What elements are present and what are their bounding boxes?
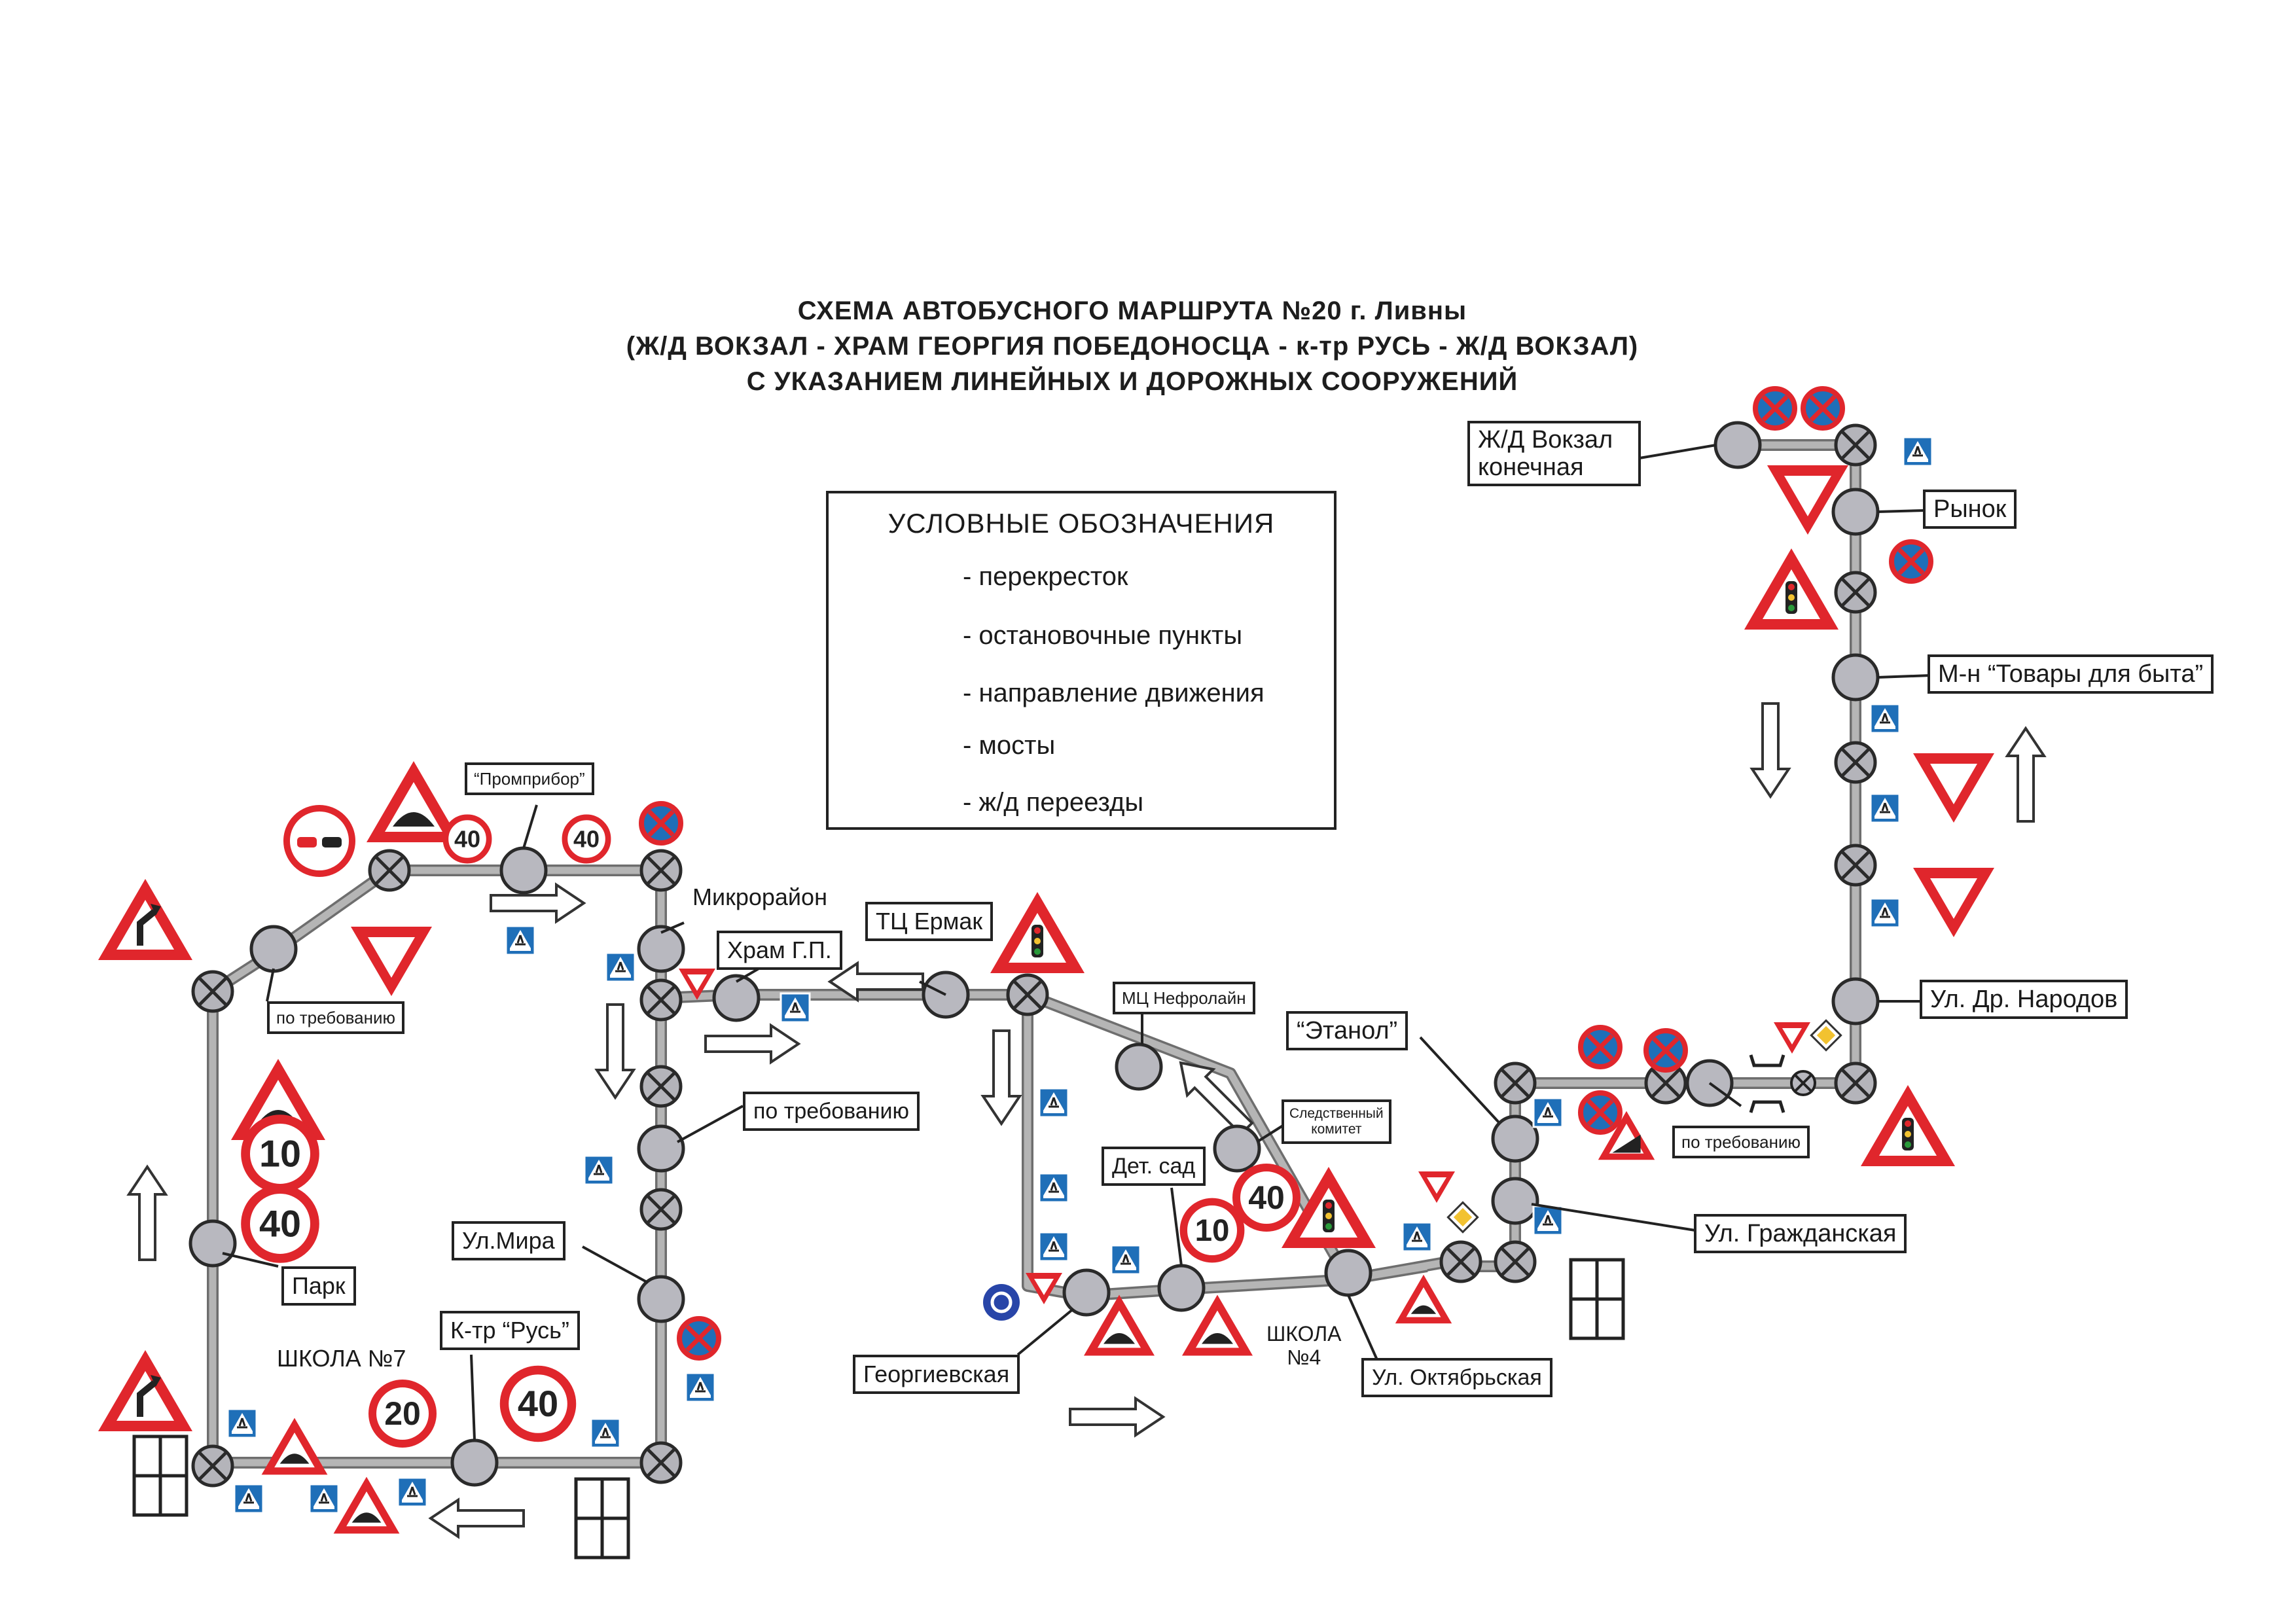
intersection-icon xyxy=(1836,743,1875,782)
bus-stop-icon xyxy=(714,976,759,1020)
label-sled-komitet-line2: комитет xyxy=(1311,1122,1362,1137)
label-det-sad: Дет. сад xyxy=(1102,1147,1206,1186)
label-park: Парк xyxy=(281,1266,356,1306)
svg-text:40: 40 xyxy=(573,825,600,852)
svg-text:20: 20 xyxy=(384,1395,421,1432)
label-sled-komitet-line1: Следственный xyxy=(1289,1106,1384,1121)
intersection-icon xyxy=(641,1190,681,1229)
intersection-icon xyxy=(1836,425,1875,465)
dangerous-curve-warning-icon xyxy=(98,879,192,1431)
legend-item-railway: - ж/д переезды xyxy=(963,788,1144,817)
bus-stop-icon xyxy=(1064,1270,1109,1315)
label-zhd-vokzal-line1: Ж/Д Вокзал xyxy=(1478,426,1613,454)
label-school-4: ШКОЛА №4 xyxy=(1266,1322,1341,1369)
label-school-7: ШКОЛА №7 xyxy=(277,1345,406,1372)
label-ul-mira: Ул.Мира xyxy=(452,1221,565,1260)
roundabout-icon xyxy=(983,1284,1020,1321)
label-grazhdanskaya: Ул. Гражданская xyxy=(1694,1214,1907,1253)
label-mc-nefrolain: МЦ Нефролайн xyxy=(1113,982,1255,1014)
intersection-icon xyxy=(1496,1063,1535,1103)
label-po-trebovaniyu-3: по требованию xyxy=(267,1001,405,1034)
label-zhd-vokzal-line2: конечная xyxy=(1478,454,1584,481)
speed-limit-sign: 20 xyxy=(372,1383,433,1444)
title-line-2: (Ж/Д ВОКЗАЛ - ХРАМ ГЕОРГИЯ ПОБЕДОНОСЦА -… xyxy=(626,332,1639,361)
intersection-icon xyxy=(641,851,681,890)
intersection-icon xyxy=(1836,846,1875,885)
bridge-icon xyxy=(1749,1054,1816,1113)
bus-stop-icon xyxy=(639,1126,683,1171)
speed-limit-sign: 40 xyxy=(504,1370,571,1437)
intersection-icon xyxy=(193,972,232,1011)
bus-stop-icon xyxy=(190,1221,235,1266)
intersection-icon xyxy=(641,1067,681,1106)
bus-stop-icon xyxy=(1493,1179,1537,1223)
label-oktyabrskaya: Ул. Октябрьская xyxy=(1361,1358,1552,1397)
label-tc-ermak: ТЦ Ермак xyxy=(865,902,994,941)
label-school-4-line2: №4 xyxy=(1287,1346,1321,1369)
label-kt-rus: К-тр “Русь” xyxy=(440,1311,580,1350)
label-mikroraion: Микрорайон xyxy=(692,883,827,910)
label-promribor: “Промприбор” xyxy=(465,762,594,795)
svg-text:40: 40 xyxy=(454,825,480,852)
label-rynok: Рынок xyxy=(1923,490,2017,529)
intersection-icon xyxy=(641,1443,681,1482)
bus-stop-icon xyxy=(452,1440,497,1485)
no-overtaking-sign-icon xyxy=(287,808,352,874)
speed-limit-sign: 40 xyxy=(446,817,489,861)
label-sled-komitet: Следственный комитет xyxy=(1282,1099,1391,1144)
bus-stop-icon xyxy=(251,927,296,971)
bus-stop-icon xyxy=(1159,1266,1204,1310)
bus-stop-icon xyxy=(1215,1126,1259,1171)
map-title: СХЕМА АВТОБУСНОГО МАРШРУТА №20 г. Ливны … xyxy=(393,293,1872,399)
intersection-icon xyxy=(1496,1242,1535,1281)
bus-stop-icon xyxy=(639,927,683,971)
bus-stop-icon xyxy=(1715,423,1760,467)
svg-text:40: 40 xyxy=(518,1383,558,1424)
bus-stop-icon xyxy=(1833,655,1878,700)
svg-text:40: 40 xyxy=(259,1204,301,1245)
intersection-icon xyxy=(641,980,681,1020)
bus-stop-icon xyxy=(639,1277,683,1321)
label-po-trebovaniyu-2: по требованию xyxy=(743,1092,920,1131)
label-school-4-line1: ШКОЛА xyxy=(1266,1322,1342,1346)
label-georgievskaya: Георгиевская xyxy=(853,1355,1020,1394)
label-leaders xyxy=(222,444,1931,1440)
bus-stop-icon xyxy=(1833,979,1878,1024)
bus-stop-icon xyxy=(1117,1044,1161,1089)
legend-item-bridge: - мосты xyxy=(963,731,1056,760)
title-line-3: С УКАЗАНИЕМ ЛИНЕЙНЫХ И ДОРОЖНЫХ СООРУЖЕН… xyxy=(746,367,1518,396)
legend-item-intersection: - перекресток xyxy=(963,562,1128,591)
speed-limit-sign: 10 xyxy=(1183,1202,1240,1258)
speed-limit-sign: 40 xyxy=(1236,1168,1297,1228)
label-etanol: “Этанол” xyxy=(1286,1011,1408,1050)
label-zhd-vokzal: Ж/Д Вокзал конечная xyxy=(1467,421,1641,486)
svg-text:10: 10 xyxy=(1195,1213,1230,1248)
intersection-icon xyxy=(193,1446,232,1486)
svg-text:40: 40 xyxy=(1248,1179,1285,1216)
legend-box: УСЛОВНЫЕ ОБОЗНАЧЕНИЯ - перекресток - ост… xyxy=(826,491,1336,830)
bus-stop-icon xyxy=(1833,490,1878,534)
intersection-icon xyxy=(1836,1063,1875,1103)
legend-item-stop: - остановочные пункты xyxy=(963,621,1243,650)
legend-title: УСЛОВНЫЕ ОБОЗНАЧЕНИЯ xyxy=(888,508,1275,539)
speed-limit-signs: 40 40 10 40 20 40 10 40 xyxy=(245,817,1297,1444)
svg-text:10: 10 xyxy=(259,1133,301,1175)
speed-limit-sign: 40 xyxy=(565,817,608,861)
legend-item-direction: - направление движения xyxy=(963,679,1265,707)
label-hram: Храм Г.П. xyxy=(717,931,842,970)
bus-stop-icon xyxy=(501,848,546,893)
label-tovary: М-н “Товары для быта” xyxy=(1928,654,2214,694)
label-po-trebovaniyu-1: по требованию xyxy=(1672,1126,1810,1158)
bus-stop-icon xyxy=(1326,1251,1371,1295)
speed-limit-sign: 40 xyxy=(245,1189,315,1258)
intersection-icon xyxy=(370,851,409,890)
intersection-icon xyxy=(1441,1242,1480,1281)
speed-limit-sign: 10 xyxy=(245,1119,315,1188)
bus-stop-icon xyxy=(1493,1116,1537,1161)
intersection-icon xyxy=(1836,573,1875,612)
title-line-1: СХЕМА АВТОБУСНОГО МАРШРУТА №20 г. Ливны xyxy=(797,296,1467,325)
intersection-icon xyxy=(1008,975,1047,1014)
label-dr-narodov: Ул. Др. Народов xyxy=(1920,980,2128,1019)
